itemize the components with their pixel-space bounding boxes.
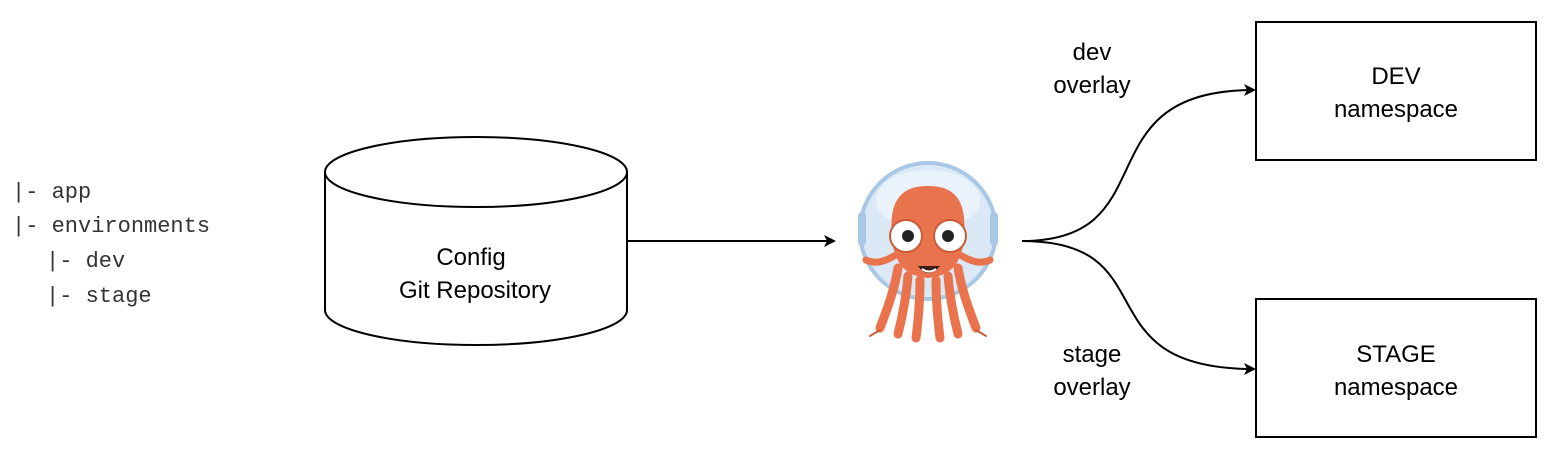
dev-overlay-label-line1: dev bbox=[1073, 39, 1112, 66]
repository-label-line2: Git Repository bbox=[399, 277, 551, 304]
argo-octopus-icon bbox=[858, 161, 998, 343]
stage-overlay-label-line2: overlay bbox=[1053, 374, 1130, 401]
stage-namespace-box: STAGE namespace bbox=[1255, 298, 1537, 438]
dev-overlay-label-line2: overlay bbox=[1053, 72, 1130, 99]
dev-namespace-box: DEV namespace bbox=[1255, 21, 1537, 161]
file-tree: |- app |- environments |- dev |- stage bbox=[12, 180, 210, 309]
tree-item-dev: |- dev bbox=[46, 249, 125, 274]
tree-item-stage: |- stage bbox=[46, 284, 152, 309]
dev-namespace-label-line2: namespace bbox=[1334, 96, 1458, 123]
stage-namespace-label-line2: namespace bbox=[1334, 374, 1458, 401]
repository-label-line1: Config bbox=[436, 244, 505, 271]
tree-item-app: |- app bbox=[12, 180, 91, 205]
argo-to-dev-arrow bbox=[1021, 84, 1256, 242]
argo-to-stage-arrow bbox=[1021, 240, 1256, 375]
git-repository-cylinder: Config Git Repository bbox=[324, 136, 628, 346]
tree-item-environments: |- environments bbox=[12, 214, 210, 239]
stage-namespace-label-line1: STAGE bbox=[1356, 341, 1436, 368]
stage-overlay-label-line1: stage bbox=[1063, 341, 1122, 368]
dev-namespace-label-line1: DEV bbox=[1371, 63, 1420, 90]
